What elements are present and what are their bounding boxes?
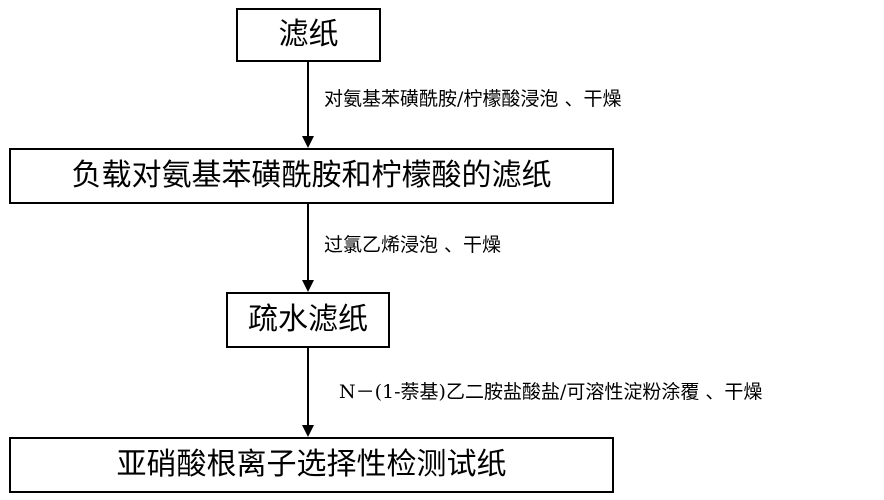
step-box-filter-paper: 滤纸 (236, 8, 381, 62)
transition-label-soak-pvc: 过氯乙烯浸泡 、干燥 (324, 236, 501, 255)
arrow-2-head (302, 280, 314, 292)
step-label-nitrite-test-paper: 亚硝酸根离子选择性检测试纸 (117, 450, 507, 480)
step-label-loaded-filter-paper: 负载对氨基苯磺酰胺和柠檬酸的滤纸 (72, 161, 552, 191)
transition-label-soak-sulfanilamide: 对氨基苯磺酰胺/柠檬酸浸泡 、干燥 (324, 90, 621, 109)
step-box-hydrophobic-filter-paper: 疏水滤纸 (226, 292, 390, 348)
step-label-filter-paper: 滤纸 (279, 20, 339, 50)
step-label-hydrophobic-filter-paper: 疏水滤纸 (248, 305, 368, 335)
transition-label-coating: N－(1-萘基)乙二胺盐酸盐/可溶性淀粉涂覆 、干燥 (339, 383, 762, 402)
step-box-nitrite-test-paper: 亚硝酸根离子选择性检测试纸 (9, 437, 614, 493)
arrow-3-head (302, 425, 314, 437)
step-box-loaded-filter-paper: 负载对氨基苯磺酰胺和柠檬酸的滤纸 (9, 148, 614, 204)
arrow-1-head (302, 136, 314, 148)
